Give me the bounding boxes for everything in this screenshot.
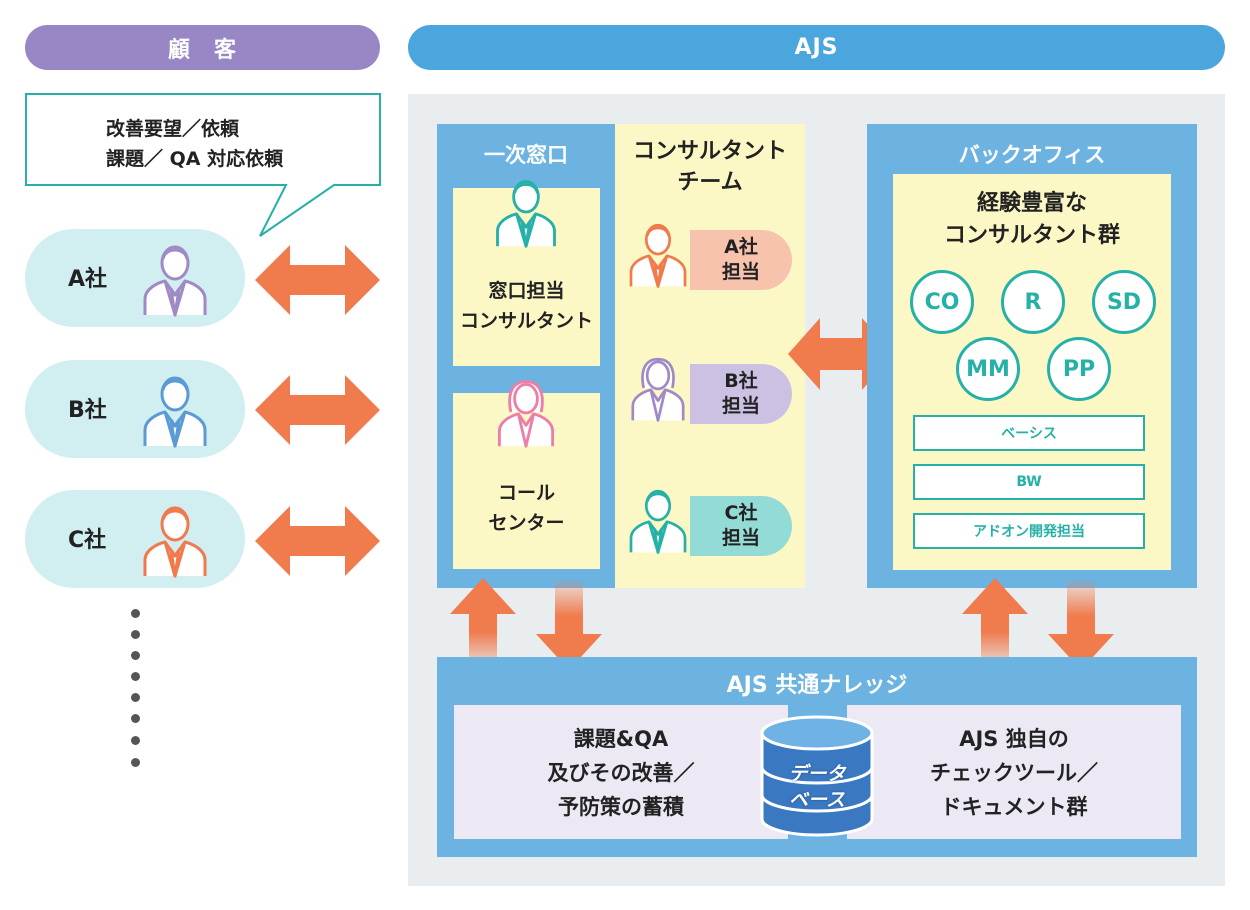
module-pp-badge: PP xyxy=(1047,337,1111,401)
double-arrow-a xyxy=(255,245,380,315)
knowledge-right-line2: チェックツール／ xyxy=(930,761,1098,785)
member-c-line2: 担当 xyxy=(721,527,760,549)
back-office-subtitle-line1: 経験豊富な xyxy=(976,191,1087,216)
consultant-team-title: コンサルタント チーム xyxy=(615,136,805,198)
more-dot xyxy=(131,693,140,702)
call-center-line1: コール xyxy=(497,482,555,504)
company-c: C社 xyxy=(25,490,245,588)
double-arrow-c xyxy=(255,506,380,576)
up-arrow-right xyxy=(962,578,1028,668)
member-c-person-icon xyxy=(629,489,687,554)
knowledge-title: AJS 共通ナレッジ xyxy=(726,673,908,698)
knowledge-left-text: 課題&QA 及びその改善／ 予防策の蓄積 xyxy=(454,722,788,824)
issue-line: 課題／ QA 対応依頼 xyxy=(106,148,284,170)
more-dot xyxy=(131,672,140,681)
module-co-badge: CO xyxy=(910,270,974,334)
module-mm-badge: MM xyxy=(956,337,1020,401)
knowledge-left-line3: 予防策の蓄積 xyxy=(558,795,684,819)
contact-consultant-line1: 窓口担当 xyxy=(488,280,565,302)
knowledge-right-line3: ドキュメント群 xyxy=(940,795,1088,819)
call-center-line2: センター xyxy=(488,512,565,534)
module-r-badge: R xyxy=(1001,270,1065,334)
more-dot xyxy=(131,736,140,745)
person-icon-b xyxy=(143,376,207,448)
contact-consultant-box xyxy=(453,188,600,366)
knowledge-left-box xyxy=(454,705,788,839)
member-a-line2: 担当 xyxy=(721,261,760,283)
double-arrow-b xyxy=(255,375,380,445)
back-office-inner xyxy=(893,174,1171,570)
call-center-person-icon xyxy=(497,380,555,448)
database-icon xyxy=(760,715,874,837)
first-contact-title: 一次窓口 xyxy=(484,143,568,167)
member-b-line1: B社 xyxy=(724,370,758,392)
company-a: A社 xyxy=(25,229,245,327)
person-icon-c xyxy=(143,506,207,578)
knowledge-right-line1: AJS 独自の xyxy=(959,727,1069,751)
more-dot xyxy=(131,630,140,639)
more-dot xyxy=(131,651,140,660)
member-b-line2: 担当 xyxy=(721,395,760,417)
ajs-header: AJS xyxy=(408,25,1225,70)
knowledge-left-line2: 及びその改善／ xyxy=(547,761,695,785)
section-addon: アドオン開発担当 xyxy=(913,513,1145,549)
member-c-tab: C社担当 xyxy=(690,496,792,556)
request-line: 改善要望／依頼 xyxy=(106,118,240,140)
speech-bubble-shape xyxy=(25,93,381,237)
speech-bubble-text: 改善要望／依頼 課題／ QA 対応依頼 xyxy=(106,114,283,174)
member-b-tab: B社担当 xyxy=(690,364,792,424)
member-c-line1: C社 xyxy=(724,502,758,524)
knowledge-right-text: AJS 独自の チェックツール／ ドキュメント群 xyxy=(847,722,1181,824)
consultant-team-title-line1: コンサルタント xyxy=(632,139,787,164)
knowledge-right-box xyxy=(847,705,1181,839)
member-a-person-icon xyxy=(629,223,687,288)
more-dot xyxy=(131,609,140,618)
member-a-tab: A社担当 xyxy=(690,230,792,290)
call-center-label: コール センター xyxy=(453,478,600,538)
contact-consultant-label: 窓口担当 コンサルタント xyxy=(453,276,600,336)
section-bw: BW xyxy=(913,464,1145,500)
down-arrow-left xyxy=(536,580,602,670)
database-label: データ ベース xyxy=(760,761,874,813)
consultant-team-title-line2: チーム xyxy=(677,170,743,195)
knowledge-left-line1: 課題&QA xyxy=(573,727,669,751)
person-icon-a xyxy=(143,245,207,317)
customer-header: 顧 客 xyxy=(25,25,380,70)
more-dot xyxy=(131,758,140,767)
more-dot xyxy=(131,714,140,723)
company-b: B社 xyxy=(25,360,245,458)
contact-consultant-line2: コンサルタント xyxy=(459,310,593,332)
up-arrow-left xyxy=(450,578,516,668)
database-label-line2: ベース xyxy=(788,789,846,811)
back-office-subtitle-line2: コンサルタント群 xyxy=(943,223,1120,248)
down-arrow-right xyxy=(1048,580,1114,670)
member-a-line1: A社 xyxy=(724,236,758,258)
back-office-title: バックオフィス xyxy=(958,143,1106,167)
section-basis: ベーシス xyxy=(913,415,1145,451)
company-b-label: B社 xyxy=(68,398,107,423)
database-label-line1: データ xyxy=(788,763,846,785)
consultant-person-icon xyxy=(496,180,556,248)
back-office-subtitle: 経験豊富な コンサルタント群 xyxy=(893,188,1171,252)
company-c-label: C社 xyxy=(68,528,107,553)
module-sd-badge: SD xyxy=(1092,270,1156,334)
member-b-person-icon xyxy=(631,357,685,422)
company-a-label: A社 xyxy=(68,267,108,292)
